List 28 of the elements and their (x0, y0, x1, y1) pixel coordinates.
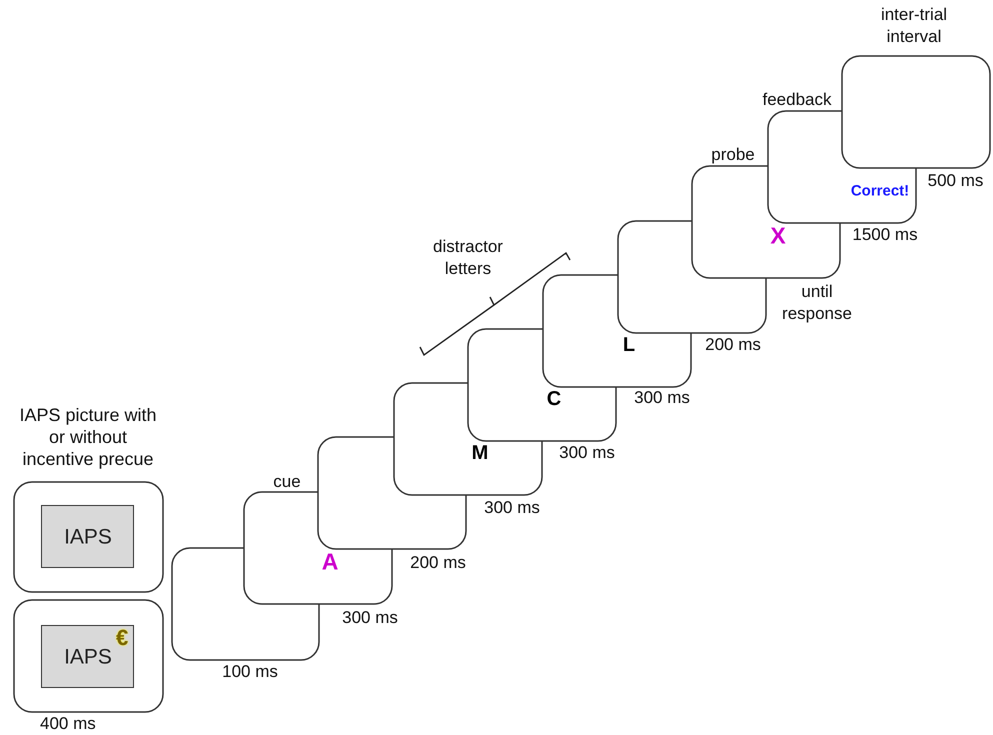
screen-caption: feedback (762, 89, 832, 111)
screen-text: C (546, 389, 562, 409)
screen-text: A (322, 550, 338, 574)
screen-caption: 200 ms (409, 552, 467, 574)
screen-text: IAPS (64, 526, 112, 548)
screen-caption: 300 ms (558, 442, 616, 464)
screen-caption: 1500 ms (851, 224, 919, 246)
screen-caption: 500 ms (926, 170, 984, 192)
screen-text: M (472, 443, 488, 463)
annotation-text: 400 ms (40, 713, 97, 735)
screen-caption: 300 ms (483, 497, 541, 519)
screen-text: X (770, 224, 786, 248)
screen-caption: 200 ms (704, 334, 762, 356)
annotation-text: IAPS picture with or without incentive precue (18, 404, 158, 470)
screen-text: Correct! (850, 184, 910, 198)
euro-symbol: € (116, 626, 130, 650)
screen-caption: 100 ms (221, 661, 279, 683)
screen-caption: 300 ms (341, 607, 399, 629)
screen-caption: inter-trial interval (880, 4, 948, 48)
screen-caption: cue (272, 471, 302, 493)
screen-text: L (622, 335, 636, 355)
picture-frame (41, 625, 134, 688)
annotation-text: distractor letters (432, 236, 504, 280)
screen-caption: 300 ms (633, 387, 691, 409)
screen-caption: until response (781, 281, 853, 325)
screen-text: IAPS (64, 646, 112, 668)
screen-caption: probe (710, 144, 756, 166)
picture-frame (41, 505, 134, 568)
